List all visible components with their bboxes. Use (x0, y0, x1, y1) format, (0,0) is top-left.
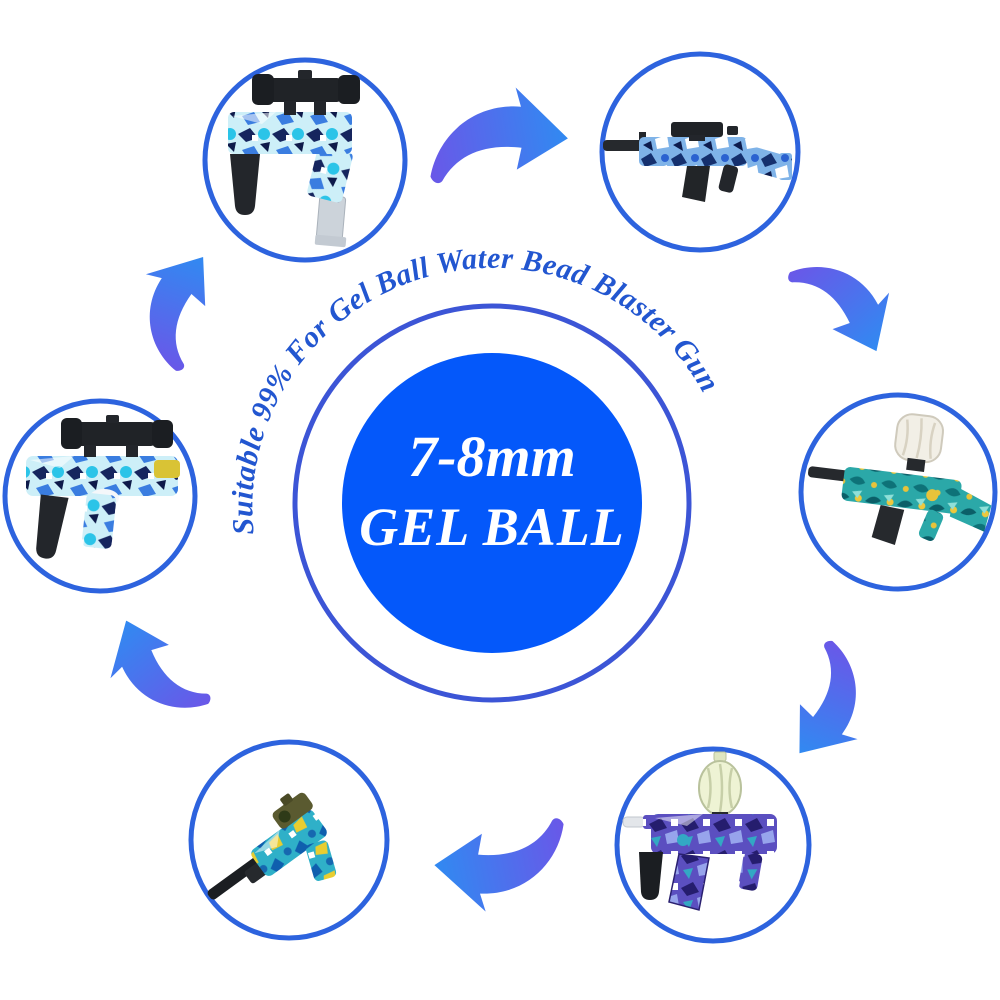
extended-magazine (315, 194, 347, 242)
scope (260, 78, 342, 102)
product-circle-top-left (202, 57, 408, 263)
badge-product-text: GEL BALL (359, 497, 625, 557)
rifle-barrel (807, 466, 849, 482)
gel-blaster-smg-grenade-hopper-icon (622, 751, 777, 911)
rifle-body (841, 467, 962, 514)
foregrip (230, 154, 260, 215)
product-left (2, 398, 198, 594)
product-right (798, 392, 998, 592)
pistol-grip (307, 145, 353, 203)
product-bottom-left (188, 739, 390, 941)
rifle-magazine (871, 504, 905, 545)
rifle-stock (949, 485, 992, 532)
product-bottom-right (614, 746, 812, 944)
gel-blaster-pistol-scope-icon (228, 70, 360, 248)
long-barrel (207, 856, 263, 900)
rifle-magazine (682, 166, 710, 202)
curved-arrow-right-lower-icon (765, 638, 896, 776)
pistol-body (251, 810, 327, 876)
rifle-body (639, 137, 747, 166)
rifle-grip (718, 164, 739, 193)
scope (70, 422, 156, 446)
curved-arrow-left-upper-icon (111, 236, 238, 374)
curved-arrow-top-icon (430, 84, 570, 188)
product-top-left (202, 57, 408, 263)
smg-body (26, 456, 178, 496)
curved-arrow-bottom-icon (434, 818, 564, 912)
curved-arrow-right-upper-icon (785, 234, 912, 372)
gel-blaster-smg-scope-icon (26, 415, 180, 559)
gel-blaster-rifle-hopper-icon (807, 413, 992, 545)
product-top-right (599, 51, 801, 253)
curved-arrow-left-lower-icon (90, 602, 213, 739)
gel-blaster-m4-rifle-icon (603, 122, 792, 202)
foregrip (639, 852, 663, 900)
rifle-barrel (603, 140, 645, 151)
rifle-scope (671, 122, 723, 137)
center-badge: 7-8mm GEL BALL Suitable 99% For Gel Ball… (226, 242, 726, 703)
smg-grip (81, 493, 117, 549)
gel-blaster-long-barrel-pistol-icon (207, 792, 337, 900)
badge-outer-ring (292, 303, 692, 703)
gel-ball-hopper (894, 413, 945, 472)
foregrip (36, 494, 69, 559)
white-muzzle (622, 816, 646, 828)
badge-blue-circle (342, 353, 642, 653)
angled-magazine (668, 853, 710, 911)
smg-grip (738, 852, 763, 891)
yellow-barrel-tip (154, 460, 180, 478)
rifle-stock (745, 144, 787, 180)
pistol-grip (305, 840, 337, 881)
badge-size-text: 7-8mm (408, 424, 576, 489)
rifle-grip (918, 509, 944, 541)
